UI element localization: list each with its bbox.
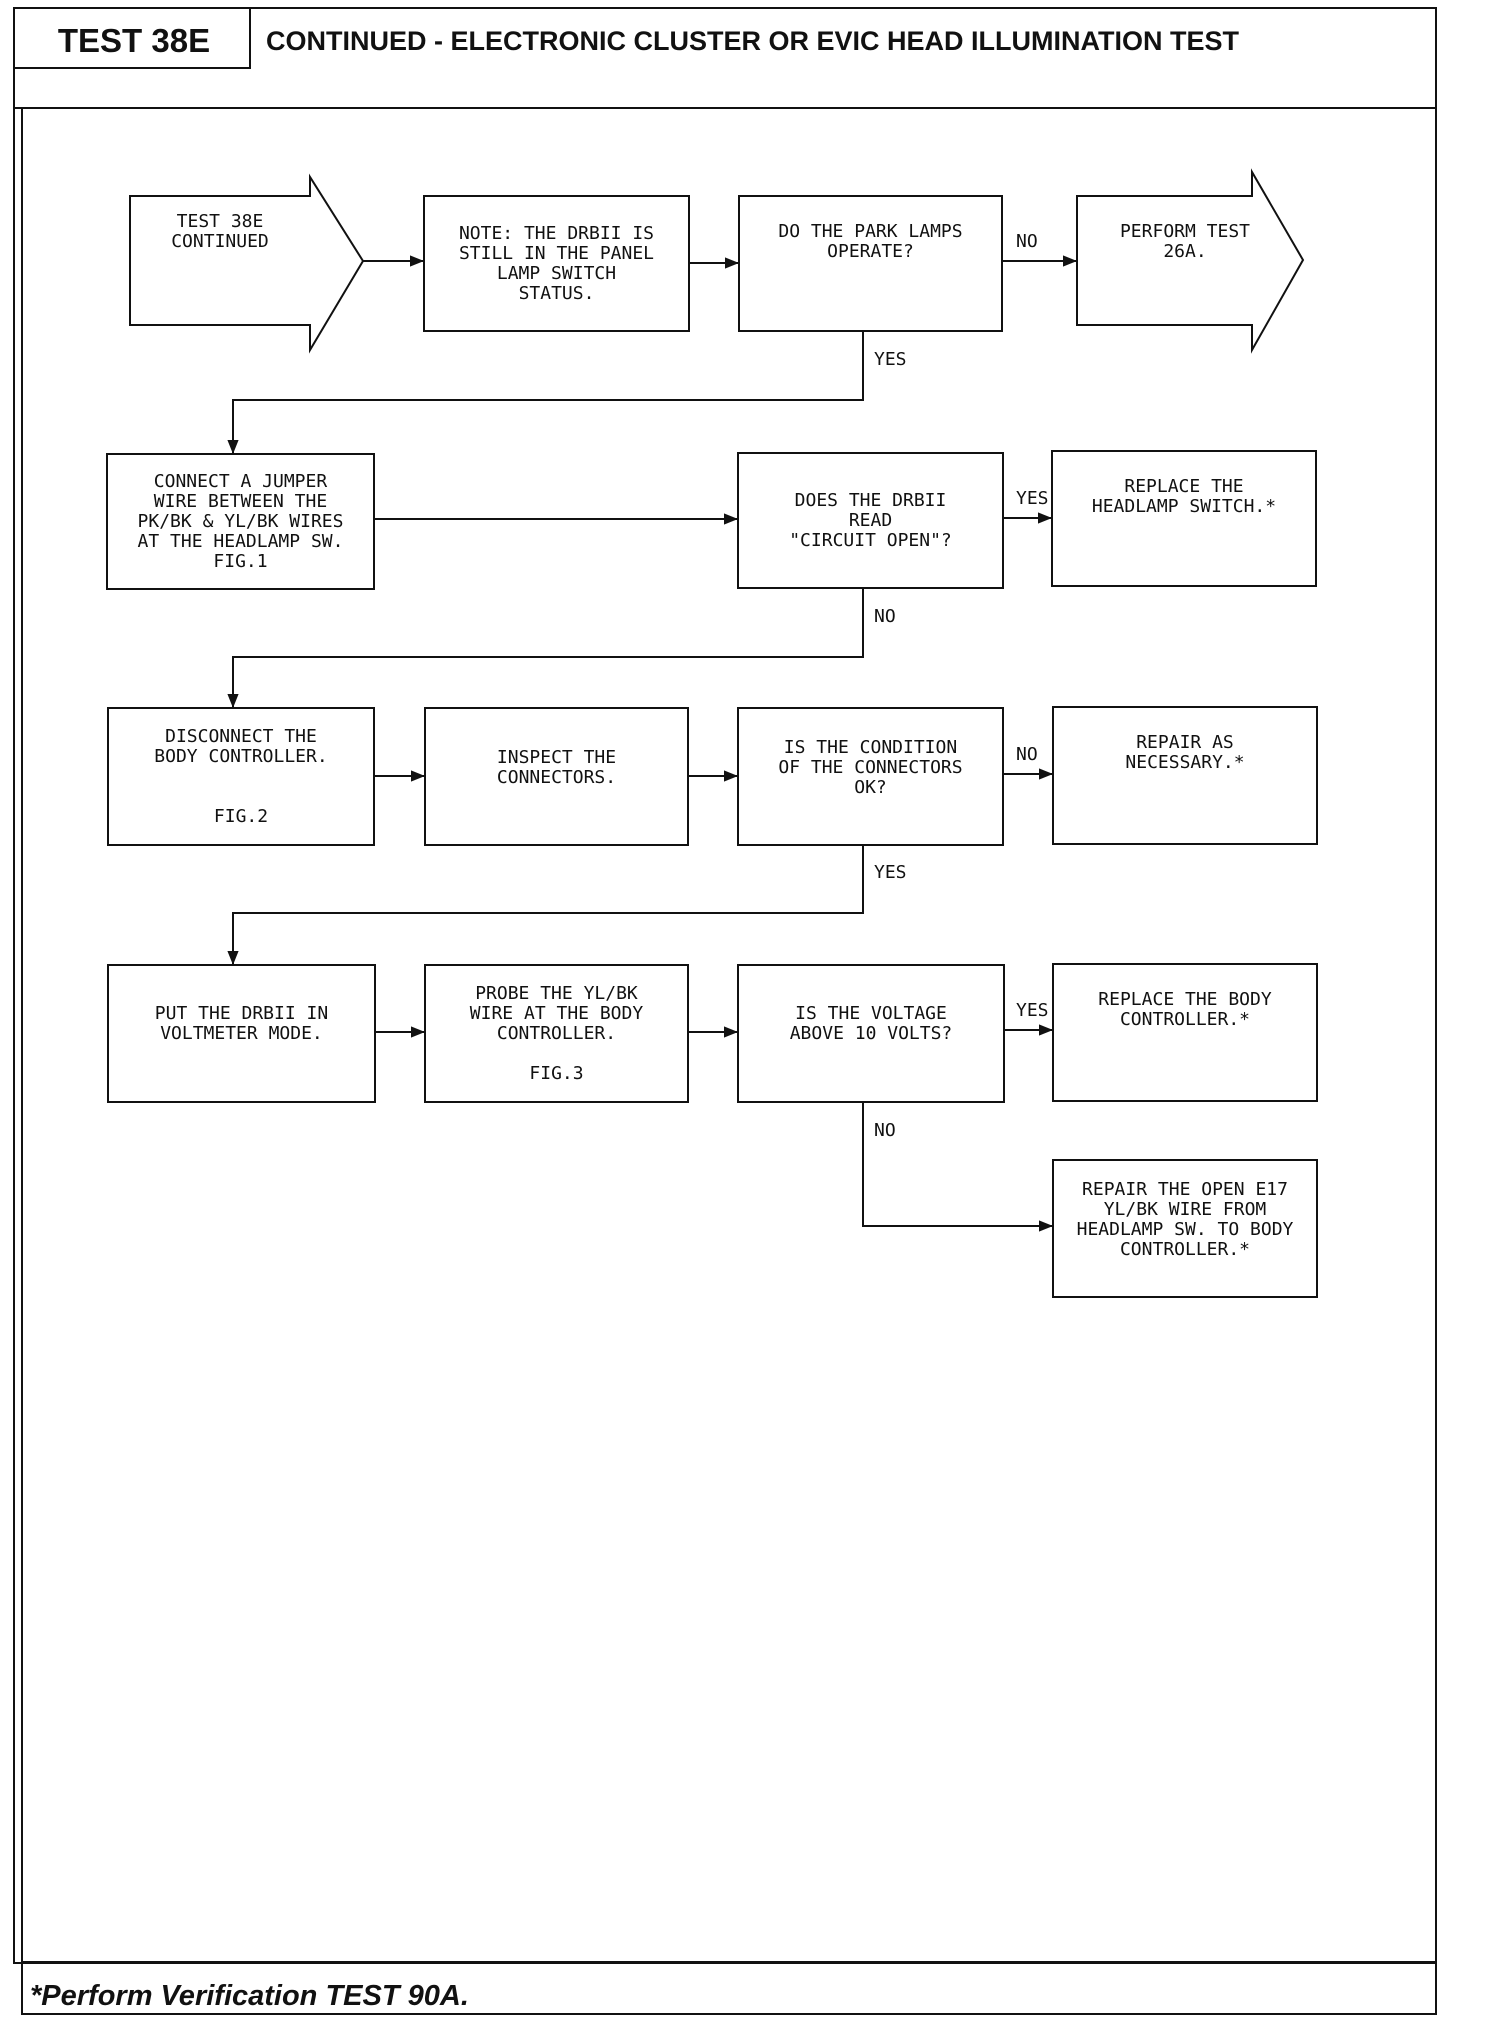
page-title: CONTINUED - ELECTRONIC CLUSTER OR EVIC H… [266,25,1239,56]
perform-26a-arrow-shape [1076,168,1305,354]
q-park-text: DO THE PARK LAMPS OPERATE? [778,221,963,262]
voltmeter-text: PUT THE DRBII IN VOLTMETER MODE. [154,1003,329,1044]
disconnect-text: DISCONNECT THE BODY CONTROLLER. FIG.2 [154,725,328,827]
label-yes-park: YES [874,349,907,370]
label-no-park: NO [1016,231,1038,252]
test-number: TEST 38E [57,22,211,59]
label-yes-voltage: YES [1016,1000,1049,1021]
label-yes-circuit: YES [1016,488,1049,509]
q-circuit-frame [737,452,1004,589]
note-box-text: NOTE: THE DRBII IS STILL IN THE PANEL LA… [458,222,655,304]
conn-qpark-yes [227,331,864,454]
q-circuit-text: DOES THE DRBII READ "CIRCUIT OPEN"? [789,489,952,551]
probe-frame [424,964,689,1103]
q-voltage-frame [737,964,1005,1103]
label-no-condition: NO [1016,744,1038,765]
footer-note: *Perform Verification TEST 90A. [30,1979,469,2012]
inspect-text: INSPECT THE CONNECTORS. [496,747,617,788]
perform-26a-text: PERFORM TEST 26A. [1119,221,1251,262]
q-condition-text: IS THE CONDITION OF THE CONNECTORS OK? [778,737,963,798]
repair-open-text: REPAIR THE OPEN E17 YL/BK WIRE FROM HEAD… [1076,1179,1294,1260]
header-test-tab [14,8,251,69]
conn-qcondition-yes [227,845,864,965]
start-arrow-text: TEST 38E CONTINUED [171,211,269,252]
label-no-circuit: NO [874,606,896,627]
replace-body-frame [1052,963,1318,1102]
repair-open-frame [1052,1159,1318,1298]
replace-body-text: REPLACE THE BODY CONTROLLER.* [1098,989,1272,1030]
footer-frame [21,1961,1437,2015]
jumper-frame [106,453,375,590]
conn-qvoltage-no [862,1102,1053,1232]
probe-text: PROBE THE YL/BK WIRE AT THE BODY CONTROL… [469,982,644,1084]
voltmeter-frame [107,964,376,1103]
start-arrow-shape [129,173,365,354]
conn-qcircuit-no [227,588,864,708]
repair-nec-text: REPAIR AS NECESSARY.* [1125,732,1245,773]
repair-nec-frame [1052,706,1318,845]
q-voltage-text: IS THE VOLTAGE ABOVE 10 VOLTS? [789,1003,953,1044]
label-yes-condition: YES [874,862,907,883]
replace-switch-text: REPLACE THE HEADLAMP SWITCH.* [1091,476,1277,517]
jumper-text: CONNECT A JUMPER WIRE BETWEEN THE PK/BK … [137,470,344,572]
label-no-voltage: NO [874,1120,896,1141]
